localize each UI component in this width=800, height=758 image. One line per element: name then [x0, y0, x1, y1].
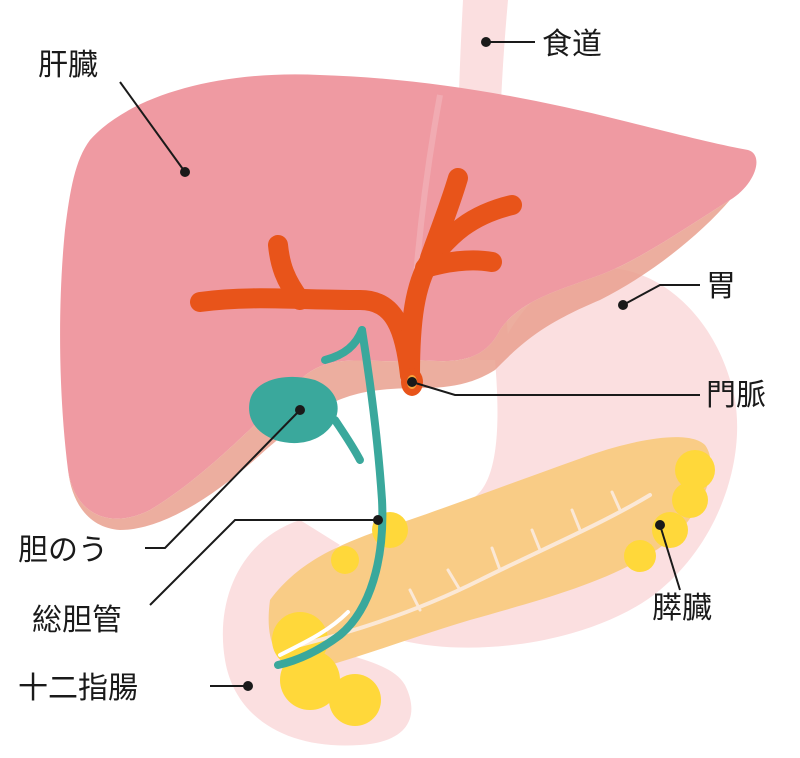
- label-portal-vein: 門脈: [706, 378, 766, 413]
- label-common-bile-duct: 総胆管: [32, 603, 122, 638]
- leader-liver: [119, 81, 190, 177]
- leader-portal-vein: [407, 377, 700, 396]
- portal-vein: [190, 168, 522, 385]
- gallbladder: [249, 376, 338, 444]
- label-pancreas: 膵臓: [652, 591, 712, 626]
- leader-common-bile-duct: [149, 515, 383, 606]
- leader-pancreas: [655, 520, 681, 591]
- label-duodenum: 十二指腸: [18, 671, 138, 706]
- leader-stomach: [618, 284, 700, 310]
- leader-esophagus: [481, 37, 535, 47]
- bile-duct-white-line: [278, 610, 350, 657]
- label-stomach: 胃: [706, 269, 736, 304]
- label-esophagus: 食道: [542, 27, 602, 62]
- leader-duodenum: [210, 681, 253, 691]
- label-gallbladder: 胆のう: [18, 533, 108, 568]
- label-liver: 肝臓: [38, 48, 98, 83]
- leader-gallbladder: [145, 405, 305, 549]
- common-bile-duct: [274, 326, 387, 669]
